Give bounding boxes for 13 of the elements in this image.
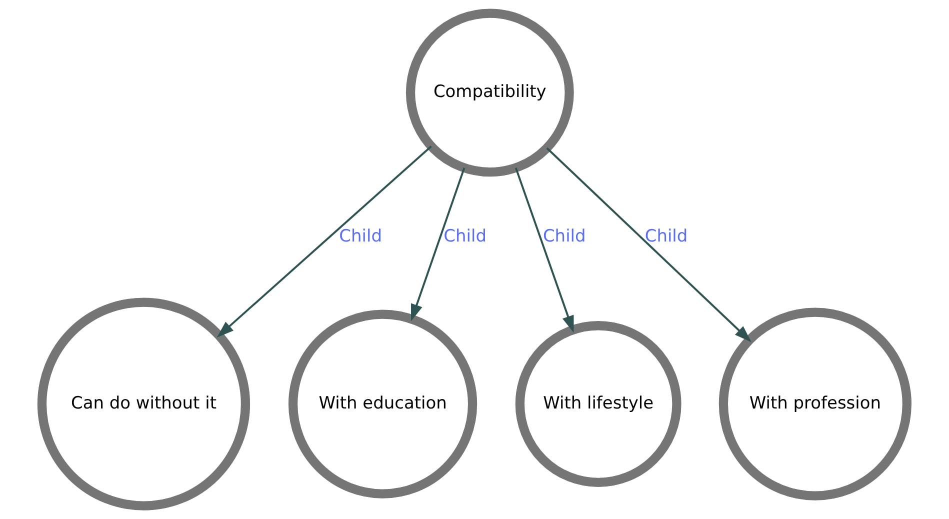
- edge-label: Child: [444, 226, 486, 247]
- arrow: [410, 168, 466, 322]
- node-circle: With education: [288, 310, 478, 498]
- arrow: [514, 168, 574, 333]
- node-circle: Can do without it: [37, 298, 250, 510]
- edge-label: Child: [542, 226, 586, 247]
- edge-label: Child: [644, 226, 688, 247]
- node-circle: With lifestyle: [515, 321, 682, 487]
- arrow: [216, 146, 432, 338]
- node-circle: With profession: [718, 308, 912, 500]
- edge-label: Child: [339, 226, 382, 247]
- node-circle: Compatibility: [406, 8, 574, 177]
- arrow: [546, 147, 752, 342]
